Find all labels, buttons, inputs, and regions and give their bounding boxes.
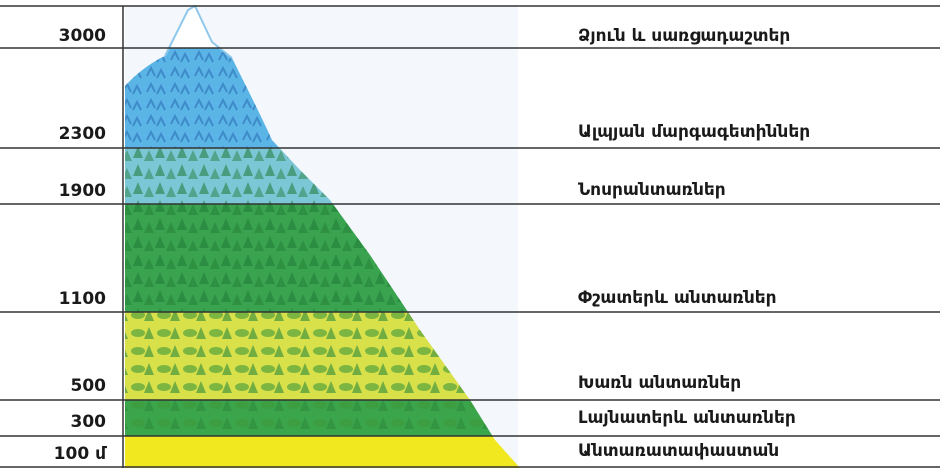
zone-coniferous-forests: Փշատերև անտառներ: [578, 288, 777, 308]
zone-mixed-forests: Խառն անտառներ: [578, 373, 742, 393]
zone-snow-glaciers: Ձյուն և սառցադաշտեր: [578, 26, 791, 46]
band-steppe: [125, 436, 520, 468]
elevation-100: 100 մ: [53, 444, 106, 464]
zone-broadleaf-forests: Լայնատերև անտառներ: [578, 408, 796, 428]
zone-forest-steppe: Անտառատափաստան: [578, 441, 780, 461]
elevation-1100: 1100: [58, 289, 106, 309]
zone-sparse-forests: Նոսրանտառներ: [578, 180, 726, 200]
elevation-2300: 2300: [58, 124, 106, 144]
elevation-3000: 3000: [58, 26, 106, 46]
zone-lines: [0, 5, 940, 468]
zone-alpine-meadows: Ալպյան մարգագետիններ: [578, 122, 811, 142]
elevation-1900: 1900: [58, 181, 106, 201]
elevation-500: 500: [70, 376, 107, 396]
elevation-300: 300: [70, 412, 107, 432]
